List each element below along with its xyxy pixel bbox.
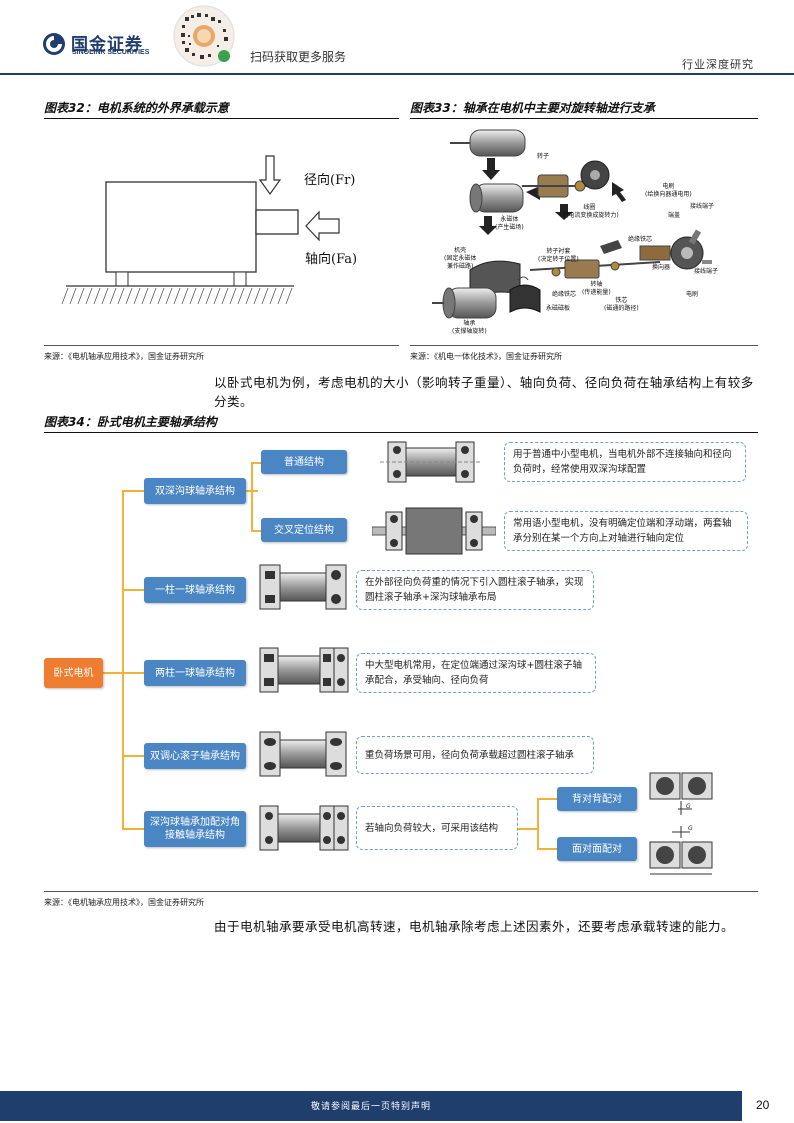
figure33-title: 图表33：轴承在电机中主要对旋转轴进行支承 — [410, 101, 655, 115]
label-insulating-core-2: 绝缘铁芯 — [552, 291, 577, 298]
desc-normal-structure: 用于普通中小型电机，当电机外部不连接轴向和径向负荷时，经常使用双深沟球配置 — [504, 442, 746, 482]
back-to-back-pair-icon — [649, 772, 713, 815]
page-number: 20 — [756, 1098, 770, 1112]
bearing-spherical-drawing-icon — [258, 728, 350, 780]
node-deep-groove-angular: 深沟球轴承加配对角接触轴承结构 — [144, 811, 246, 847]
sinolink-logo-icon — [43, 33, 65, 55]
motor-load-diagram — [61, 155, 340, 305]
figure34-title: 图表34：卧式电机主要轴承结构 — [44, 415, 217, 429]
footer-disclaimer: 敬请参阅最后一页特别声明 — [310, 1102, 431, 1112]
node-normal-structure: 普通结构 — [261, 450, 347, 474]
label-rotor: 转子 — [537, 153, 550, 160]
bearing-cross-drawing-icon — [372, 502, 496, 560]
node-face-to-face: 面对面配对 — [557, 837, 637, 861]
figure34-top-rule — [44, 432, 758, 433]
magnet-icon — [509, 240, 622, 313]
connector — [251, 462, 261, 464]
connector — [537, 798, 539, 850]
header-divider — [0, 73, 794, 75]
figure32-bottom-rule — [44, 345, 399, 346]
connector — [103, 672, 123, 674]
connector — [122, 589, 144, 591]
label-magnet: 永磁体 (产生磁场) — [495, 216, 524, 231]
label-terminal-2: 接线端子 — [694, 268, 719, 275]
logo-text: 国金证券 — [71, 35, 143, 55]
connector — [122, 755, 144, 757]
label-coil: 线圈 (把电流变换成旋转力) — [560, 204, 619, 219]
bearing-deep-angular-drawing-icon — [258, 802, 350, 854]
label-housing: 机壳 (固定永磁体 兼作磁路) — [444, 247, 477, 270]
label-commutator: 换向器 — [652, 264, 671, 271]
bearing-one-cylinder-drawing-icon — [258, 561, 350, 613]
figure33-top-rule — [410, 118, 758, 119]
gap-label-2: G — [688, 825, 693, 832]
radial-load-label: 径向(Fr) — [304, 173, 356, 188]
logo-subtext: SINOLINK SECURITIES — [72, 49, 150, 56]
label-shaft: 转轴 (传递能量) — [582, 281, 611, 296]
figure33-bottom-rule — [410, 345, 758, 346]
axial-arrow-icon — [305, 210, 340, 242]
connector — [122, 672, 144, 674]
desc-one-cylinder-one-ball: 在外部径向负荷重的情况下引入圆柱滚子轴承，实现圆柱滚子轴承+深沟球轴承布局 — [356, 570, 594, 610]
node-double-deep-groove: 双深沟球轴承结构 — [144, 478, 246, 504]
node-two-cylinder-one-ball: 两柱一球轴承结构 — [144, 660, 246, 686]
connector — [122, 490, 124, 830]
root-horizontal-motor: 卧式电机 — [44, 658, 103, 688]
label-insulating-core: 绝缘铁芯 — [628, 236, 653, 243]
connector — [537, 798, 557, 800]
commutator-assembly-icon — [639, 229, 712, 270]
connector — [251, 462, 253, 532]
label-bearing: 轴承 (支撑轴旋转) — [452, 320, 487, 335]
connector — [537, 848, 557, 850]
paragraph-speed-capacity: 由于电机轴承要承受电机高转速，电机轴承除考虑上述因素外，还要考虑承载转速的能力。 — [214, 919, 735, 934]
qr-code-icon[interactable] — [173, 5, 235, 67]
desc-cross-locating: 常用语小型电机，没有明确定位端和浮动端，两套轴承分别在某一个方向上对轴进行轴向定… — [504, 511, 748, 551]
label-terminal-1: 接线端子 — [690, 203, 715, 210]
motor-middle-icon — [469, 183, 524, 213]
footer-bar — [0, 1091, 742, 1121]
node-cross-locating: 交叉定位结构 — [261, 518, 347, 542]
gap-label-1: G — [686, 803, 691, 810]
node-one-cylinder-one-ball: 一柱一球轴承结构 — [144, 577, 246, 603]
figure34-source: 来源：《电机轴承应用技术》，国金证券研究所 — [44, 898, 204, 907]
connector — [518, 828, 538, 830]
figure32-source: 来源：《电机轴承应用技术》，国金证券研究所 — [44, 352, 204, 361]
report-type: 行业深度研究 — [682, 58, 754, 71]
end-cap-icon — [580, 160, 610, 190]
connector — [251, 530, 261, 532]
bearing-normal-drawing-icon — [380, 436, 480, 488]
motor-bottom-icon — [442, 287, 497, 319]
node-back-to-back: 背对背配对 — [557, 787, 637, 811]
scan-hint: 扫码获取更多服务 — [250, 50, 347, 64]
figure34-bottom-rule — [44, 891, 758, 892]
motor-exploded-diagram — [432, 129, 712, 319]
connector — [122, 490, 144, 492]
face-to-face-pair-icon — [649, 826, 713, 875]
figure32-title: 图表32：电机系统的外界承载示意 — [44, 101, 229, 115]
bearing-two-cylinder-drawing-icon — [258, 644, 350, 696]
label-brush-2: 电刷 — [686, 291, 699, 298]
connector — [122, 828, 144, 830]
label-end-cap: 端盖 — [668, 212, 681, 219]
shaft-icon — [517, 259, 661, 281]
label-rotor-lining: 转子衬套 (决定转子位置) — [538, 248, 579, 263]
label-brush: 电刷 (给换向器通电用) — [645, 183, 692, 198]
rotor-icon — [522, 174, 590, 198]
desc-double-spherical: 重负荷场景可用，径向负荷承载超过圆柱滚子轴承 — [356, 736, 594, 774]
node-double-spherical: 双调心滚子轴承结构 — [144, 743, 246, 769]
figure33-source: 来源：《机电一体化技术》，国金证券研究所 — [410, 352, 562, 361]
paragraph-bearing-classification: 以卧式电机为例，考虑电机的大小（影响转子重量）、轴向负荷、径向负荷在轴承结构上有… — [214, 375, 754, 409]
desc-two-cylinder-one-ball: 中大型电机常用，在定位端通过深沟球+圆柱滚子轴承配合，承受轴向、径向负荷 — [356, 653, 596, 693]
motor-top-icon — [450, 129, 526, 157]
figure32-top-rule — [44, 118, 399, 119]
label-magnet-plate: 永磁磁板 — [546, 305, 571, 312]
label-core: 铁芯 (磁通的路径) — [604, 297, 639, 312]
radial-arrow-icon — [258, 155, 282, 196]
desc-deep-groove-angular: 若轴向负荷较大，可采用该结构 — [356, 806, 518, 850]
axial-load-label: 轴向(Fa) — [305, 252, 358, 267]
